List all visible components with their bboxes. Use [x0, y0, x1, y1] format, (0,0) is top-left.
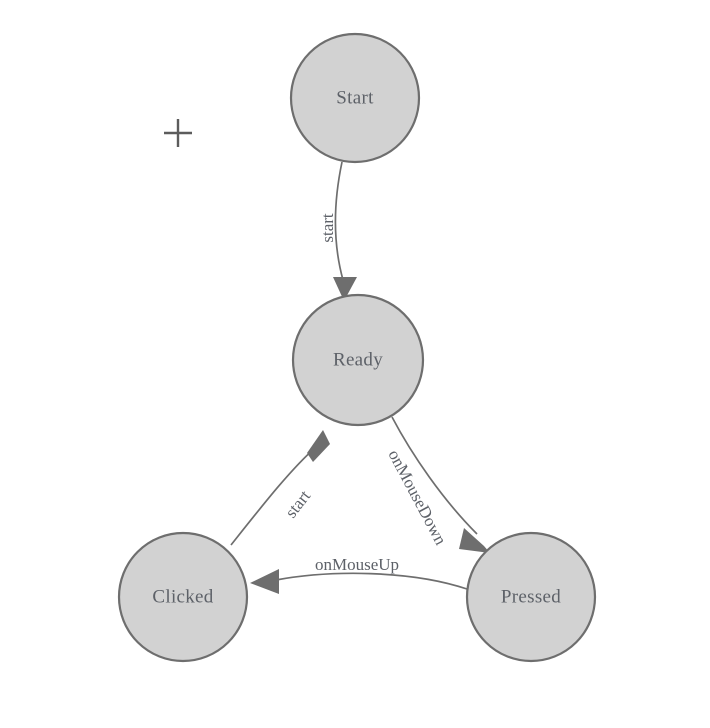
- node-circle[interactable]: [465, 531, 597, 663]
- node-label-clicked: Clicked: [152, 586, 213, 607]
- node-label-start: Start: [336, 87, 374, 108]
- arrowhead-icon: [250, 569, 279, 594]
- node-ready[interactable]: Ready: [291, 293, 425, 427]
- edge-clicked-to-ready[interactable]: start: [230, 430, 330, 546]
- edge-label-start-to-ready: start: [318, 213, 337, 243]
- edge-path: [391, 416, 478, 535]
- node-circle[interactable]: [291, 293, 425, 427]
- edge-path: [275, 572, 468, 590]
- edge-start-to-ready[interactable]: start: [318, 161, 357, 301]
- plus-marker: [164, 119, 192, 147]
- arrowhead-icon: [459, 528, 490, 553]
- node-label-ready: Ready: [333, 349, 383, 370]
- edge-path: [334, 161, 344, 281]
- node-pressed[interactable]: Pressed: [465, 531, 597, 663]
- edge-label-ready-to-pressed: onMouseDown: [384, 447, 450, 549]
- node-clicked[interactable]: Clicked: [117, 531, 249, 663]
- edge-label-clicked-to-ready: start: [281, 486, 314, 521]
- arrowhead-icon: [307, 430, 330, 462]
- edge-pressed-to-clicked[interactable]: onMouseUp: [250, 555, 468, 594]
- edge-label-pressed-to-clicked: onMouseUp: [315, 555, 399, 574]
- edge-path: [230, 445, 318, 546]
- edge-ready-to-pressed[interactable]: onMouseDown: [384, 416, 490, 553]
- arrowhead-icon: [333, 277, 357, 301]
- node-circle[interactable]: [289, 32, 421, 164]
- node-start[interactable]: Start: [289, 32, 421, 164]
- node-label-pressed: Pressed: [501, 586, 561, 607]
- node-circle[interactable]: [117, 531, 249, 663]
